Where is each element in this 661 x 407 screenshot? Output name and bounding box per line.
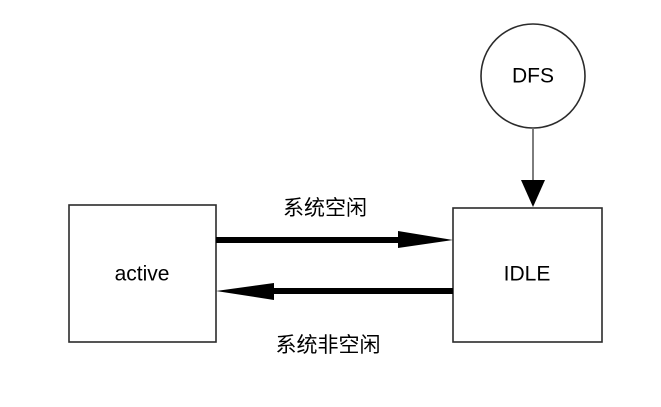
edge-active-to-idle[interactable] <box>216 231 453 248</box>
edge-dfs-to-idle[interactable] <box>521 128 545 207</box>
active-node-label: active <box>115 263 170 286</box>
idle-to-active-arrowhead <box>216 283 274 300</box>
edge-idle-to-active[interactable] <box>216 283 453 300</box>
node-idle[interactable]: IDLE <box>452 207 603 343</box>
node-active[interactable]: active <box>68 204 217 343</box>
idle-node-label: IDLE <box>504 263 551 286</box>
edge-label-system-not-idle: 系统非空闲 <box>276 333 381 357</box>
dfs-to-idle-arrowhead <box>521 180 545 207</box>
active-to-idle-arrowhead <box>398 231 453 248</box>
active-to-idle-shaft <box>216 237 402 243</box>
dfs-node-label: DFS <box>512 65 554 88</box>
active-rect-shape[interactable] <box>68 204 217 343</box>
idle-to-active-shaft <box>270 288 453 294</box>
edge-label-system-idle: 系统空闲 <box>283 196 367 220</box>
idle-rect-shape[interactable] <box>452 207 603 343</box>
node-dfs[interactable]: DFS <box>480 23 586 129</box>
